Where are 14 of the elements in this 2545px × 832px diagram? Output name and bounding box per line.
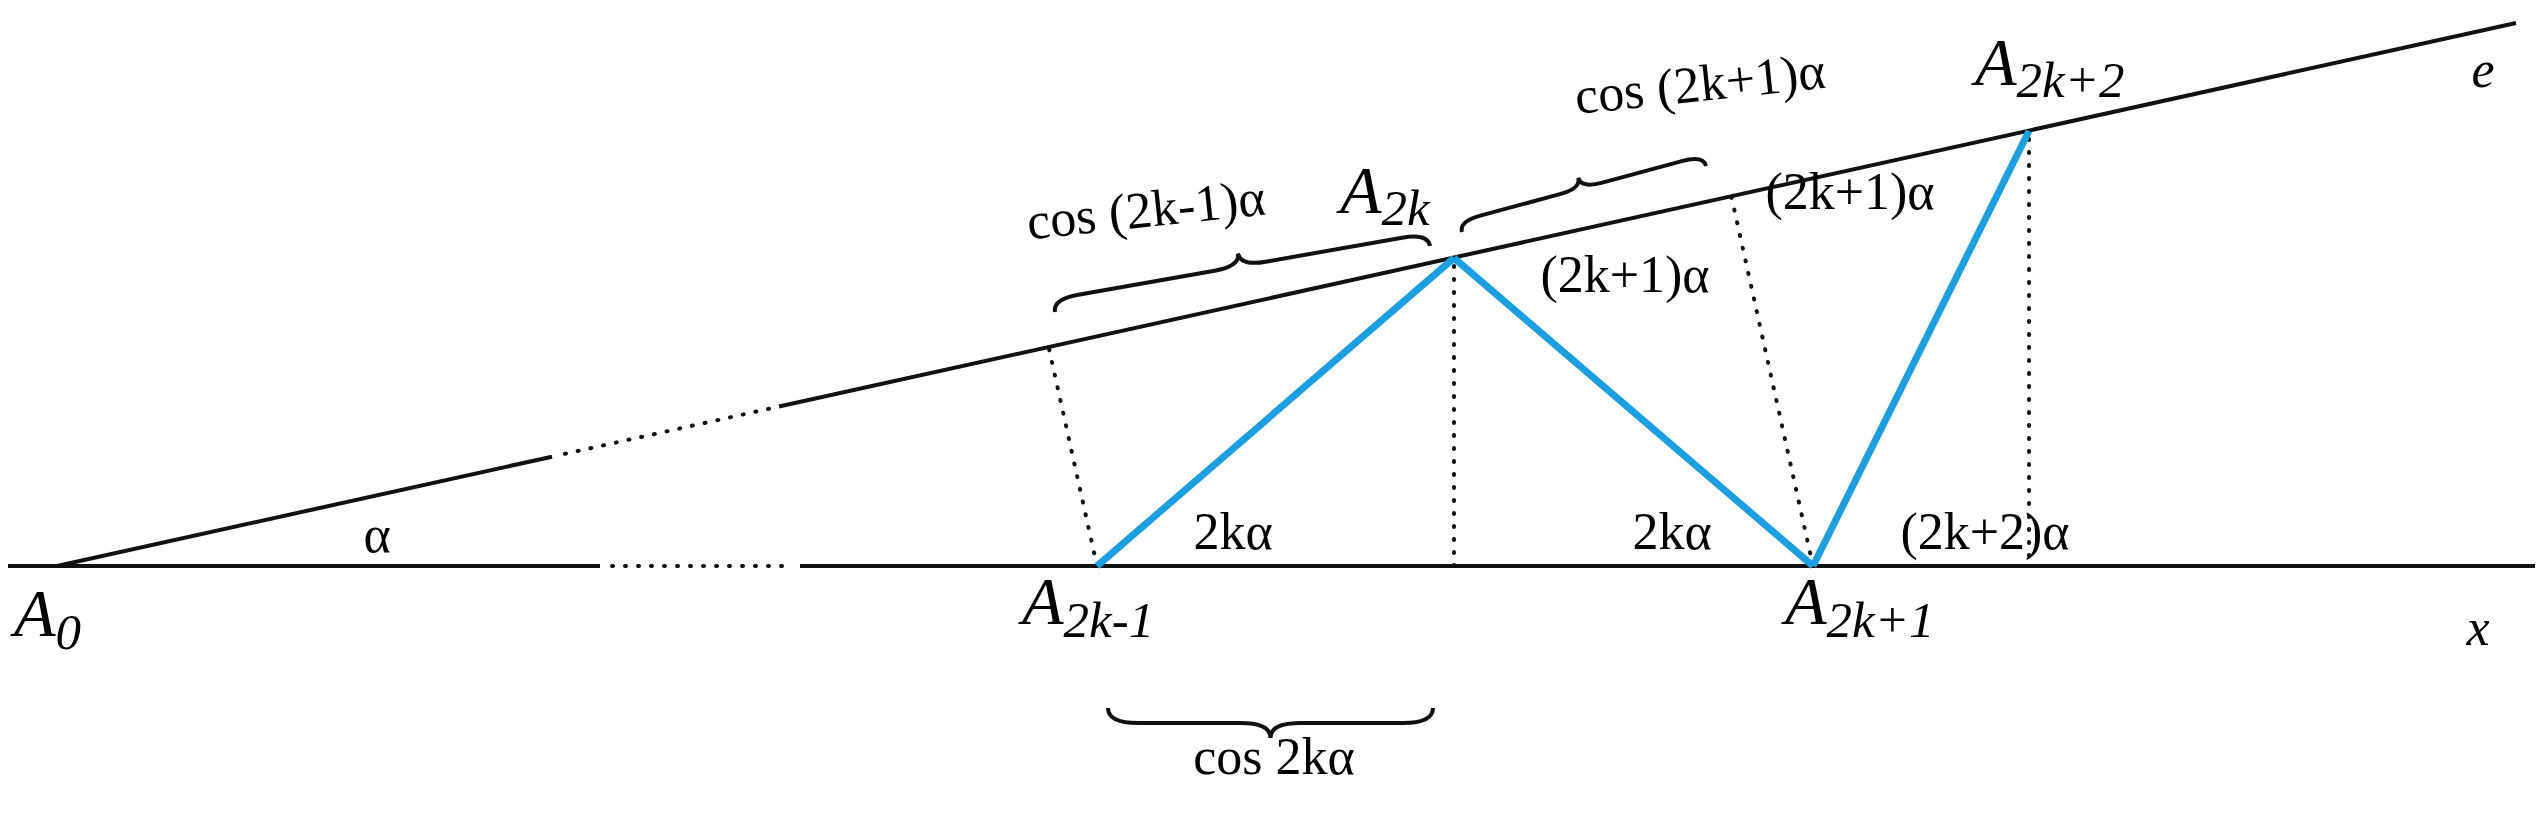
angle-label: α (363, 509, 391, 561)
angle-label: cos (2k-1)α (1024, 171, 1268, 249)
angle-label: (2k+2)α (1900, 506, 2070, 558)
zigzag-segment (1451, 255, 1816, 569)
angle-label: 2kα (1193, 506, 1273, 558)
angle-label: cos (2k+1)α (1572, 45, 1828, 123)
angle-label: (2k+1)α (1765, 166, 1935, 218)
angle-label: (2k+1)α (1540, 249, 1710, 301)
angle-label: x (2466, 602, 2490, 654)
zigzag-segment (1809, 129, 2033, 568)
angle-label: e (2471, 44, 2495, 96)
angle-label: 2kα (1632, 506, 1712, 558)
angle-label: cos 2kα (1193, 731, 1355, 783)
zigzag-segment (1094, 255, 1457, 569)
